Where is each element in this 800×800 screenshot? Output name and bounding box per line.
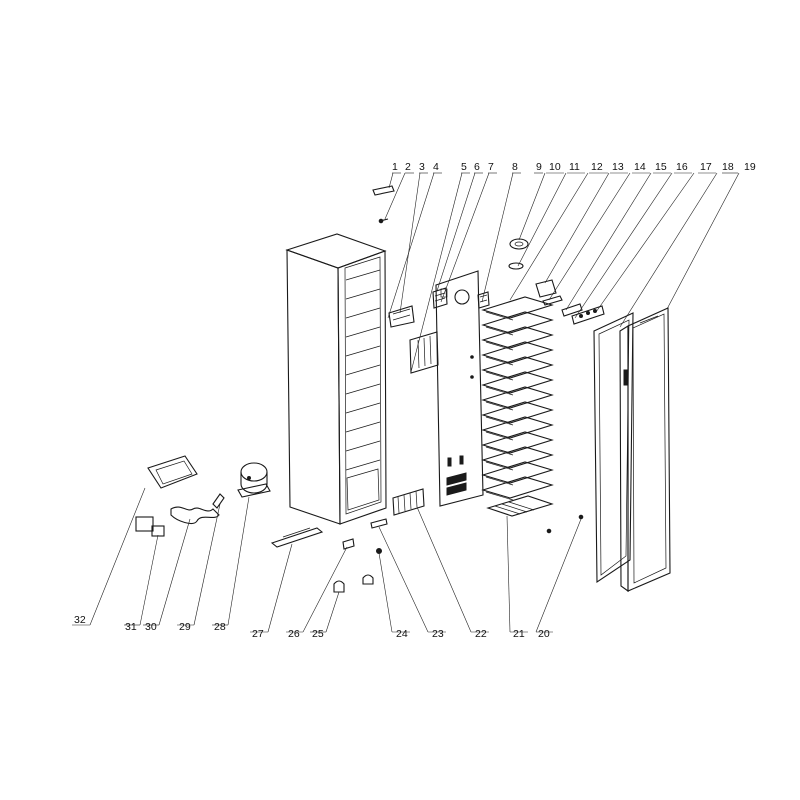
part-31-relay	[135, 516, 165, 537]
callout-labels-bottom: 32 31 30 29 28 27 26 25 24 23 22 21 20	[74, 614, 550, 640]
callout-label: 17	[700, 161, 712, 173]
part-2-screw	[378, 218, 389, 224]
part-5-evaporator	[432, 287, 448, 309]
part-9-fan-blade	[509, 238, 529, 250]
part-10-fan-ring	[508, 262, 524, 270]
leader-lines-bottom	[72, 487, 582, 633]
callout-label: 28	[214, 621, 226, 633]
callout-label: 23	[432, 628, 444, 640]
callout-label: 10	[549, 161, 561, 173]
callout-label: 9	[536, 161, 542, 173]
callout-label: 12	[591, 161, 603, 173]
callout-label: 8	[512, 161, 518, 173]
callout-labels-top: 1 2 3 4 5 6 7 8 9 10 11 12 13 14 15 16 1…	[392, 161, 756, 173]
part-27-base-plate	[270, 527, 324, 548]
part-23-hinge	[370, 518, 388, 529]
part-22-bottom-grille	[392, 488, 425, 516]
callout-label: 18	[722, 161, 734, 173]
callout-label: 27	[252, 628, 264, 640]
part-26-clip	[342, 538, 355, 550]
leader-lines-top	[384, 172, 740, 373]
cabinet-body	[285, 233, 387, 525]
callout-label: 25	[312, 628, 324, 640]
part-24-foot	[362, 548, 382, 585]
callout-label: 16	[676, 161, 688, 173]
callout-label: 11	[569, 161, 580, 173]
part-25-leveling-foot	[333, 580, 345, 593]
part-8-fan	[477, 291, 490, 309]
callout-label: 20	[538, 628, 550, 640]
callout-label: 26	[288, 628, 300, 640]
part-32-drip-tray	[147, 455, 198, 489]
callout-label: 31	[125, 621, 137, 633]
part-28-compressor	[237, 462, 271, 498]
callout-label: 21	[513, 628, 525, 640]
part-7-back-panel	[435, 270, 484, 507]
part-1-hinge	[372, 185, 395, 196]
part-29-capillary	[212, 493, 225, 509]
part-18-door-gasket	[593, 312, 634, 584]
callout-label: 30	[145, 621, 157, 633]
callout-label: 13	[612, 161, 624, 173]
callout-label: 29	[179, 621, 191, 633]
part-3-bracket	[388, 305, 415, 328]
part-30-power-cord	[170, 506, 220, 524]
callout-label: 4	[433, 161, 439, 173]
callout-label: 15	[655, 161, 667, 173]
part-11-light-box	[535, 279, 557, 298]
callout-label: 22	[475, 628, 487, 640]
callout-label: 5	[461, 161, 467, 173]
callout-label: 32	[74, 614, 86, 626]
callout-label: 19	[744, 161, 756, 173]
callout-label: 7	[488, 161, 494, 173]
part-15-switch	[561, 303, 583, 317]
callout-label: 3	[419, 161, 425, 173]
part-20-small-parts	[546, 514, 584, 534]
part-4-fan-cover	[409, 331, 439, 374]
callout-label: 24	[396, 628, 408, 640]
callout-label: 14	[634, 161, 646, 173]
callout-label: 1	[392, 161, 398, 173]
part-16-control-board	[571, 305, 605, 325]
part-21-shelves	[481, 296, 554, 517]
callout-label: 2	[405, 161, 411, 173]
part-13-lamp	[542, 295, 563, 306]
callout-label: 6	[474, 161, 480, 173]
part-19-door	[619, 307, 671, 593]
